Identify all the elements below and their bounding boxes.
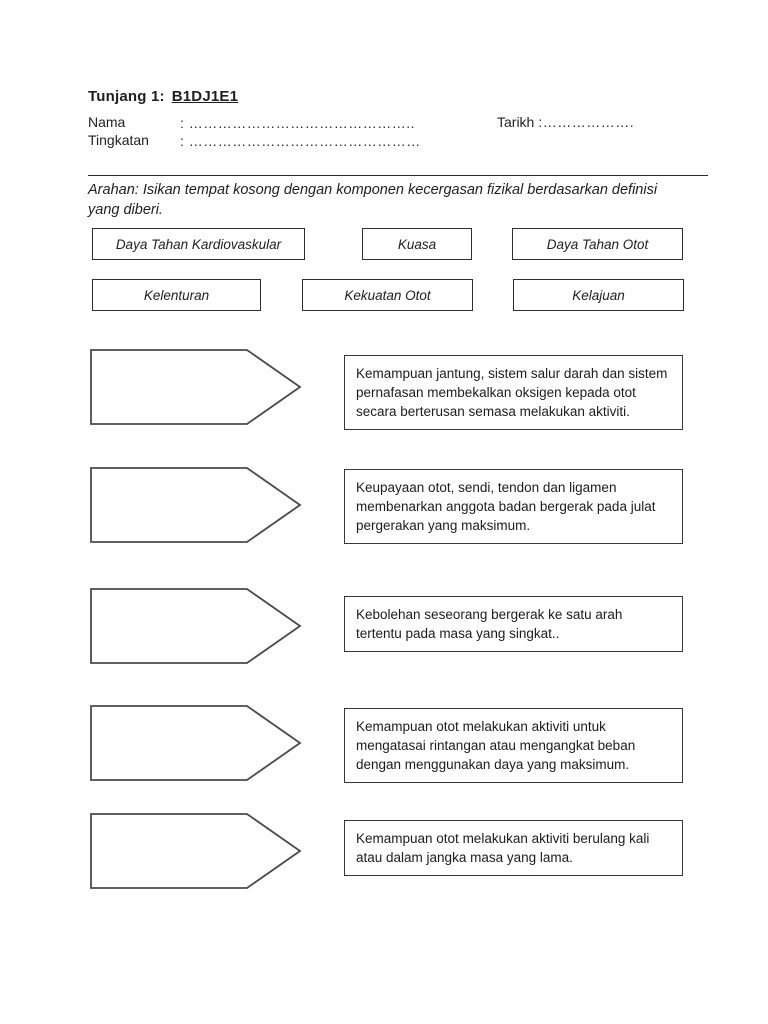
definition-box: Kemampuan otot melakukan aktiviti untuk … (344, 708, 683, 783)
word-bank-box-kekuatan-otot: Kekuatan Otot (302, 279, 473, 311)
word-bank-box-kelajuan: Kelajuan (513, 279, 684, 311)
title-label: Tunjang 1: (88, 88, 165, 105)
word-bank-label: Kelenturan (143, 287, 210, 303)
definition-box: Kemampuan jantung, sistem salur darah da… (344, 355, 683, 430)
tarikh-label: Tarikh (497, 114, 535, 130)
answer-arrow-shape (90, 705, 302, 781)
tingkatan-label: Tingkatan (88, 132, 149, 148)
word-bank-label: Kelajuan (572, 287, 625, 303)
word-bank-box-kuasa: Kuasa (362, 228, 472, 260)
word-bank-box-daya-tahan-otot: Daya Tahan Otot (512, 228, 683, 260)
word-bank-box-daya-tahan-kardiovaskular: Daya Tahan Kardiovaskular (92, 228, 305, 260)
word-bank-box-kelenturan: Kelenturan (92, 279, 261, 311)
definition-box: Kemampuan otot melakukan aktiviti berula… (344, 820, 683, 876)
answer-arrow (90, 349, 302, 425)
instruction-text: Arahan: Isikan tempat kosong dengan komp… (88, 182, 658, 218)
tingkatan-blank-line: : ………………………………………… (180, 133, 421, 149)
definition-text: Keupayaan otot, sendi, tendon dan ligame… (356, 480, 656, 533)
word-bank-label: Daya Tahan Kardiovaskular (115, 236, 282, 252)
answer-arrow-shape (90, 588, 302, 664)
nama-blank-line: : ……………………………………….. (180, 115, 416, 131)
word-bank-label: Kekuatan Otot (344, 287, 431, 303)
answer-arrow (90, 588, 302, 664)
tarikh-blank-line: :………………. (538, 114, 635, 130)
definition-text: Kemampuan otot melakukan aktiviti untuk … (356, 719, 636, 772)
definition-text: Kemampuan otot melakukan aktiviti berula… (356, 831, 650, 865)
answer-arrow-shape (90, 813, 302, 889)
word-bank-label: Daya Tahan Otot (546, 236, 649, 252)
word-bank-label: Kuasa (397, 236, 437, 252)
answer-arrow (90, 467, 302, 543)
tarikh-field: Tarikh:………………. (497, 114, 634, 130)
answer-arrow-shape (90, 467, 302, 543)
answer-arrow (90, 813, 302, 889)
answer-arrow-shape (90, 349, 302, 425)
nama-label: Nama (88, 114, 126, 130)
title-code: B1DJ1E1 (171, 88, 239, 105)
definition-text: Kebolehan seseorang bergerak ke satu ara… (356, 607, 623, 641)
definition-box: Keupayaan otot, sendi, tendon dan ligame… (344, 469, 683, 544)
definition-box: Kebolehan seseorang bergerak ke satu ara… (344, 596, 683, 652)
definition-text: Kemampuan jantung, sistem salur darah da… (356, 366, 668, 419)
page-title: Tunjang 1: B1DJ1E1 (88, 88, 238, 105)
answer-arrow (90, 705, 302, 781)
section-divider (88, 175, 708, 176)
